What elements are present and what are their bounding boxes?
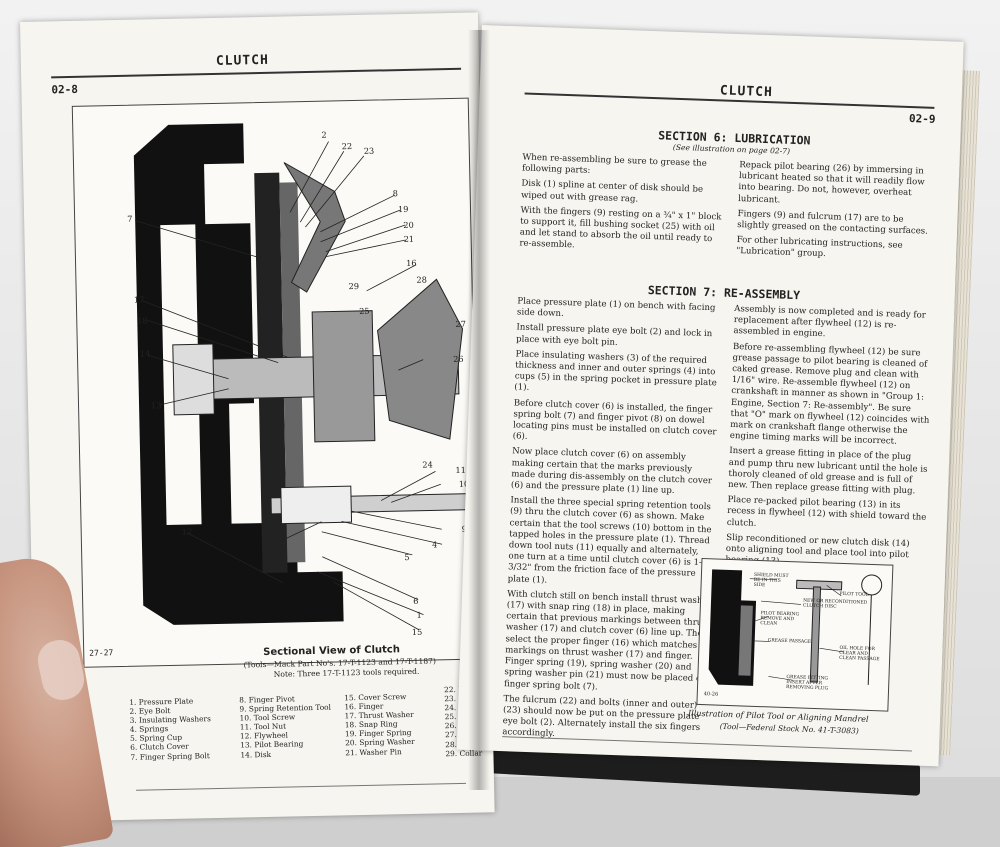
sectional-clutch-diagram: 2 22 23 8 19 20 21 16 7 17 18 14 13 29 2…: [71, 97, 482, 668]
pilot-tool-drawing: [708, 569, 883, 686]
paragraph: Assembly is now completed and is ready f…: [733, 303, 926, 340]
left-page: CLUTCH 02-8: [20, 12, 495, 822]
callout-6: 6: [413, 595, 419, 606]
paragraph: Before clutch cover (6) is installed, th…: [512, 397, 717, 443]
callout-20: 20: [403, 219, 414, 231]
callout-28: 28: [416, 274, 428, 285]
left-header-rule: [51, 67, 462, 79]
inset-label-shield: SHIELD MUST BE IN THIS SIDE: [753, 572, 789, 589]
legend-col-1: 1. Pressure Plate 2. Eye Bolt 3. Insulat…: [129, 696, 212, 762]
callout-7: 7: [127, 213, 133, 224]
paragraph: For other lubricating instructions, see …: [736, 235, 903, 260]
inset-id: 40-26: [703, 691, 719, 698]
callout-12: 12: [181, 526, 193, 537]
callout-15: 15: [411, 626, 423, 637]
legend-col-2: 8. Finger Pivot 9. Spring Retention Tool…: [239, 694, 332, 760]
right-page-number: 02-9: [908, 111, 936, 126]
inset-label-oil-hole: OIL HOLE FOR CLEAR AND CLEAN PASSAGE: [839, 645, 880, 663]
paragraph: Place pressure plate (1) on bench with f…: [516, 296, 716, 320]
inset-label-pilot-tool: PILOT TOOL: [839, 591, 869, 598]
paragraph: With clutch still on bench install thrus…: [503, 589, 712, 692]
callout-3: 3: [266, 536, 273, 547]
callout-2: 2: [321, 129, 327, 140]
callout-27: 27: [455, 318, 466, 329]
legend-item: 14. Disk: [240, 749, 272, 760]
pilot-tool-illustration: SHIELD MUST BE IN THIS SIDE PILOT TOOL N…: [696, 557, 894, 712]
paragraph: Disk (1) spline at center of disk should…: [520, 178, 704, 205]
left-diagram-id: 27-27: [89, 648, 114, 658]
paragraph: Before re-assembling flywheel (12) be su…: [729, 341, 930, 447]
paragraph: Now place clutch cover (6) on assembly m…: [510, 446, 713, 497]
book-gutter-shadow: [468, 30, 490, 790]
paragraph: With the fingers (9) resting on a ¾" x 1…: [519, 205, 722, 251]
inset-label-pilot-bearing: PILOT BEARING REMOVE AND CLEAN: [760, 611, 800, 627]
callout-24: 24: [422, 459, 433, 470]
callout-17: 17: [133, 294, 145, 305]
section-6-col-2: Repack pilot bearing (26) by immersing i…: [736, 160, 939, 265]
left-caption-note-2: Note: Three 17-T-1123 tools required.: [273, 666, 420, 679]
callout-18: 18: [137, 315, 148, 326]
right-page-header: CLUTCH: [719, 83, 774, 101]
callout-26: 26: [453, 353, 464, 365]
callout-23: 23: [363, 145, 375, 156]
callout-11: 11: [455, 464, 467, 475]
inset-label-grease-fitting: GREASE FITTING INSERT AFTER REMOVING PLU…: [785, 675, 829, 692]
paragraph: Repack pilot bearing (26) by immersing i…: [737, 160, 925, 206]
legend-item: 21. Washer Pin: [345, 746, 402, 757]
paragraph: Insert a grease fitting in place of the …: [727, 446, 928, 497]
section-7-col-1: Place pressure plate (1) on bench with f…: [502, 296, 722, 745]
left-page-header: CLUTCH: [215, 52, 269, 69]
left-footer-rule: [136, 782, 467, 791]
paragraph: Place re-packed pilot bearing (13) in it…: [726, 495, 927, 529]
clutch-drawing: [133, 123, 482, 631]
callout-29: 29: [348, 280, 360, 292]
paragraph: Fingers (9) and fulcrum (17) are to be s…: [736, 208, 929, 237]
paragraph: Install pressure plate eye bolt (2) and …: [515, 322, 713, 348]
callout-13: 13: [150, 400, 162, 411]
inset-note: (Tool—Federal Stock No. 41-T-3083): [719, 721, 859, 736]
callout-19: 19: [397, 203, 409, 215]
right-page: CLUTCH 02-9 SECTION 6: LUBRICATION (See …: [456, 25, 964, 767]
callout-16: 16: [406, 257, 417, 268]
legend-item: 7. Finger Spring Bolt: [130, 750, 210, 762]
paragraph: Place insulating washers (3) of the requ…: [514, 349, 717, 394]
legend-item: 20. Spring Washer: [345, 737, 415, 748]
callout-21: 21: [403, 233, 415, 245]
paragraph: When re-assembling be sure to grease the…: [521, 152, 707, 177]
section-7-col-2: Assembly is now completed and is ready f…: [725, 304, 934, 573]
callout-22: 22: [341, 141, 353, 152]
legend-col-3: 15. Cover Screw 16. Finger 17. Thrust Wa…: [344, 692, 415, 757]
callout-25: 25: [359, 305, 370, 316]
left-page-number: 02-8: [51, 82, 79, 97]
callout-8: 8: [392, 188, 398, 199]
callout-1: 1: [416, 609, 422, 620]
callout-4: 4: [431, 539, 438, 550]
callout-5: 5: [404, 551, 410, 563]
section-7-title: SECTION 7: RE-ASSEMBLY: [647, 282, 801, 303]
paragraph: Install the three special spring retenti…: [507, 495, 712, 586]
section-6-col-1: When re-assembling be sure to grease the…: [519, 152, 727, 257]
callout-14: 14: [139, 348, 151, 359]
